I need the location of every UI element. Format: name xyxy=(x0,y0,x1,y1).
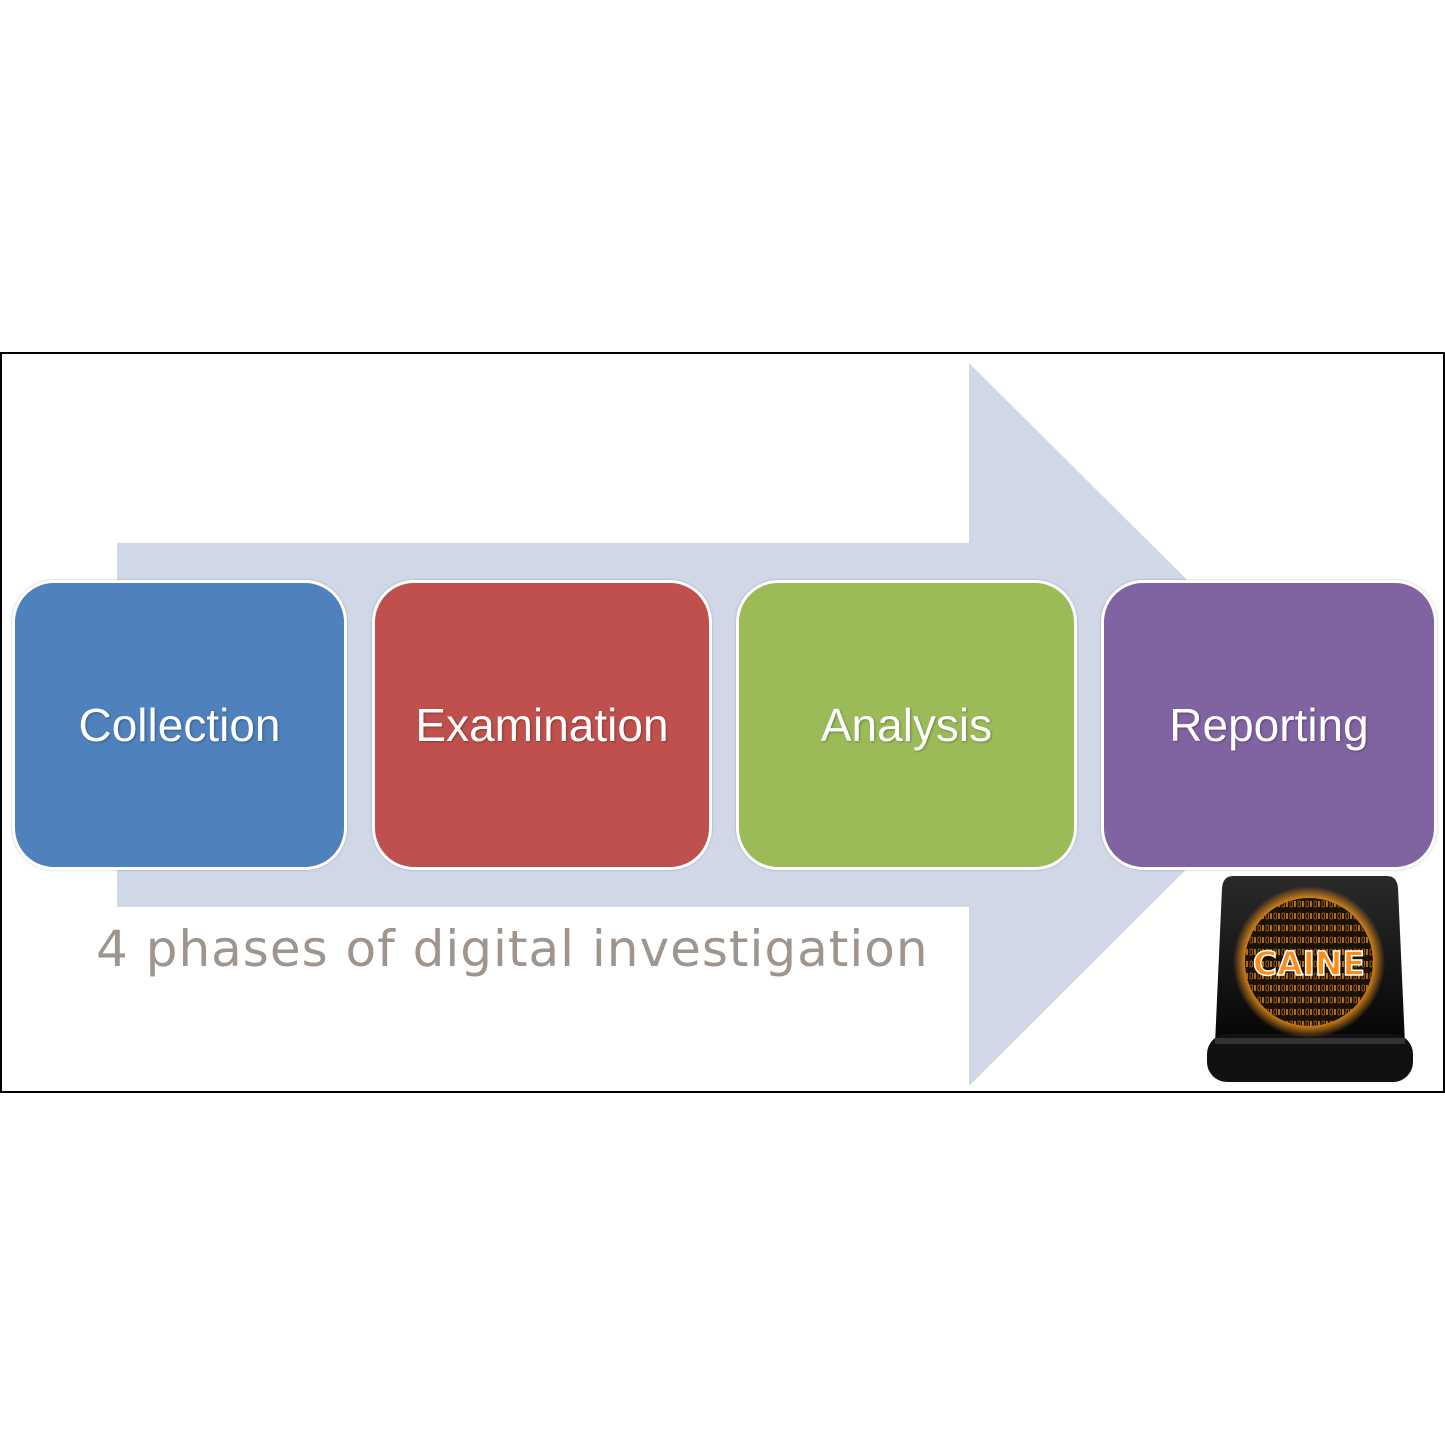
caine-logo: CAINE xyxy=(1207,876,1413,1082)
diagram-frame: Collection Examination Analysis Reportin… xyxy=(0,352,1445,1093)
phase-reporting: Reporting xyxy=(1101,580,1437,870)
phase-label: Examination xyxy=(415,699,669,751)
phase-examination: Examination xyxy=(372,580,712,870)
binary-pattern xyxy=(1245,898,1373,1026)
phase-collection: Collection xyxy=(12,580,347,870)
phase-label: Collection xyxy=(78,699,281,751)
phase-label: Analysis xyxy=(820,699,993,751)
caption: 4 phases of digital investigation xyxy=(96,920,929,978)
process-arrow xyxy=(117,363,1332,1086)
logo-text: CAINE xyxy=(1253,944,1365,983)
phase-label: Reporting xyxy=(1169,699,1369,751)
phase-analysis: Analysis xyxy=(736,580,1077,870)
